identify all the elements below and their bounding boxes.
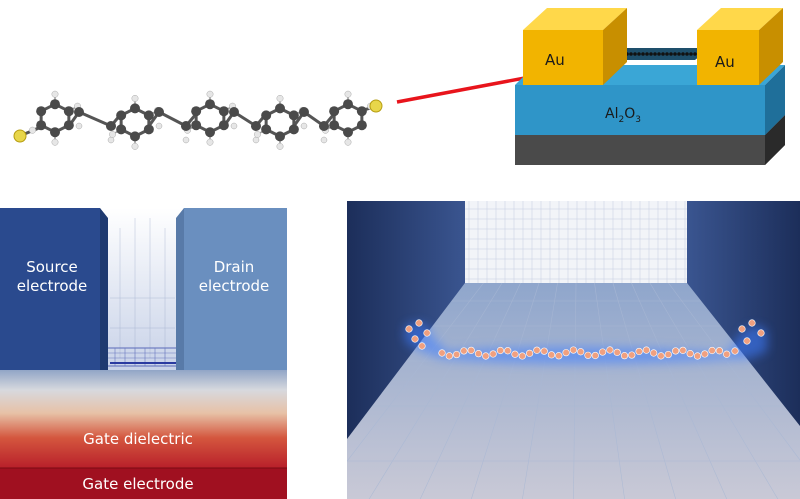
source-label-line2: electrode [17, 277, 88, 295]
floor-plane [347, 283, 800, 499]
molecular-junction-render [347, 201, 800, 499]
molecule-structure [13, 90, 383, 150]
left-au-electrode [523, 30, 603, 85]
right-electrode-wall [687, 201, 800, 426]
cross-section-view: Source electrode Drain electrode Gate di… [0, 208, 287, 499]
source-electrode [0, 208, 100, 370]
left-au-label: Au [545, 51, 565, 69]
device-3d-schematic: Au Au Al2O3 [515, 8, 785, 165]
left-electrode-wall [347, 201, 465, 439]
source-label-line1: Source [26, 258, 78, 276]
right-au-label: Au [715, 53, 735, 71]
gate-dielectric-label: Gate dielectric [83, 430, 193, 448]
gate-dielectric-region [0, 368, 287, 468]
drain-label-line1: Drain [214, 258, 255, 276]
molecule-with-density [405, 319, 767, 364]
drain-label-line2: electrode [199, 277, 270, 295]
gate-electrode-region [0, 468, 287, 499]
alumina-layer [515, 85, 765, 135]
gate-electrode-label: Gate electrode [82, 475, 193, 493]
drain-electrode [184, 208, 287, 370]
alumina-label: Al2O3 [605, 106, 641, 125]
electrode-gap [103, 208, 181, 370]
molecule-atoms [13, 90, 383, 150]
right-au-electrode [697, 30, 759, 85]
gap-back-wall [465, 201, 687, 283]
